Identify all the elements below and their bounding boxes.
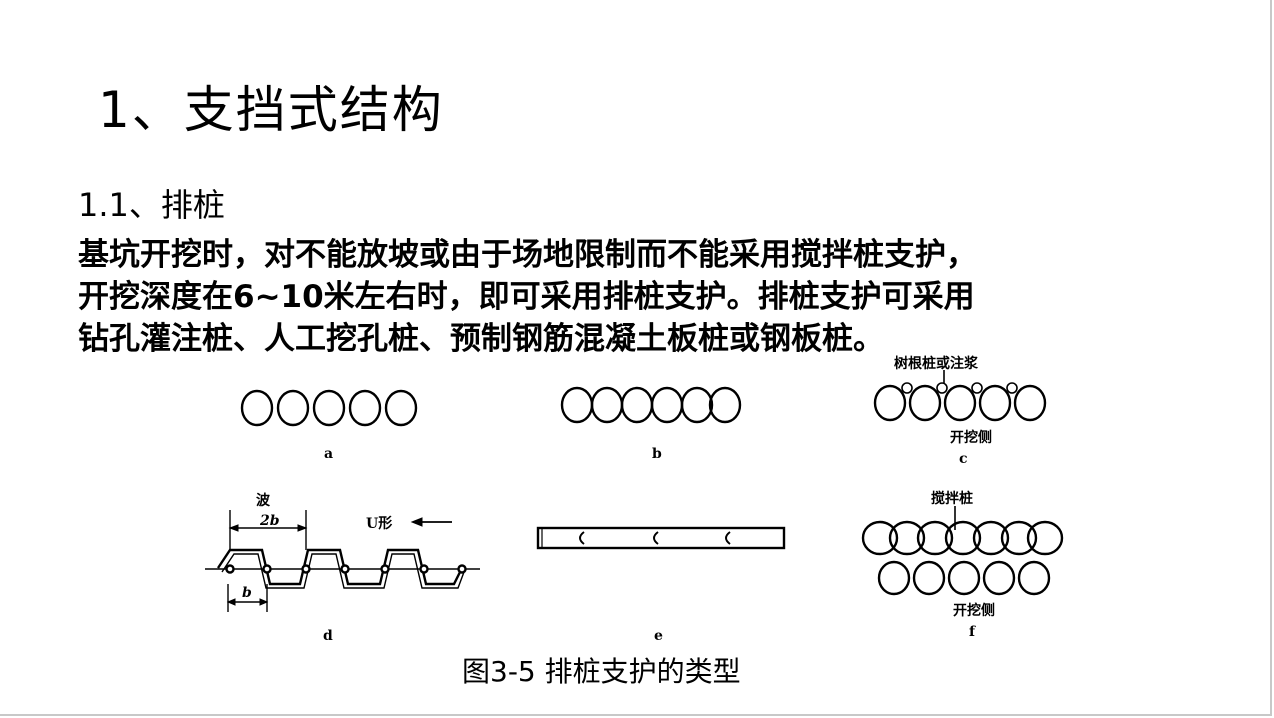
diagram-label-f: f [969, 624, 976, 640]
pile-types-figure: a b c d e f 树根桩或注浆 开挖侧 波 2b U形 b 搅拌桩 开挖侧 [190, 350, 1090, 650]
diagram-c-grout [901, 370, 1018, 394]
diagram-c-piles [873, 384, 1047, 422]
diagram-e-concrete-sheet-pile [536, 526, 786, 550]
annotation-f-bottom: 开挖侧 [953, 602, 995, 619]
diagram-d-sheet-pile [205, 510, 480, 612]
diagram-label-b: b [652, 446, 662, 462]
body-paragraph: 基坑开挖时，对不能放坡或由于场地限制而不能采用搅拌桩支护， 开挖深度在6~10米… [78, 234, 1198, 360]
diagram-f-mixing-piles [861, 506, 1064, 556]
diagram-label-c: c [959, 451, 968, 467]
annotation-d-2b: 2b [259, 513, 280, 529]
diagram-f-piles [877, 560, 1051, 596]
diagram-label-e: e [654, 628, 663, 644]
annotation-f-top: 搅拌桩 [931, 490, 973, 507]
annotation-c-bottom: 开挖侧 [950, 429, 992, 446]
body-line-1: 基坑开挖时，对不能放坡或由于场地限制而不能采用搅拌桩支护， [78, 237, 977, 273]
diagram-label-a: a [324, 446, 333, 462]
body-line-2: 开挖深度在6~10米左右时，即可采用排桩支护。排桩支护可采用 [78, 279, 975, 315]
annotation-c-top: 树根桩或注浆 [894, 355, 979, 372]
diagram-label-d: d [323, 628, 333, 644]
slide-title: 1、支挡式结构 [98, 81, 444, 139]
annotation-d-b: b [242, 585, 252, 601]
body-line-3: 钻孔灌注桩、人工挖孔桩、预制钢筋混凝土板桩或钢板桩。 [78, 321, 884, 357]
diagram-a-piles [240, 389, 418, 427]
pile-types-diagram: a b c d e f 树根桩或注浆 开挖侧 波 2b U形 b 搅拌桩 开挖侧 [205, 355, 1064, 644]
annotation-d-wave: 波 [256, 492, 271, 509]
diagram-b-piles [560, 386, 742, 424]
annotation-d-u: U形 [366, 515, 392, 532]
section-subtitle: 1.1、排桩 [78, 186, 225, 224]
figure-caption: 图3-5 排桩支护的类型 [462, 655, 741, 688]
